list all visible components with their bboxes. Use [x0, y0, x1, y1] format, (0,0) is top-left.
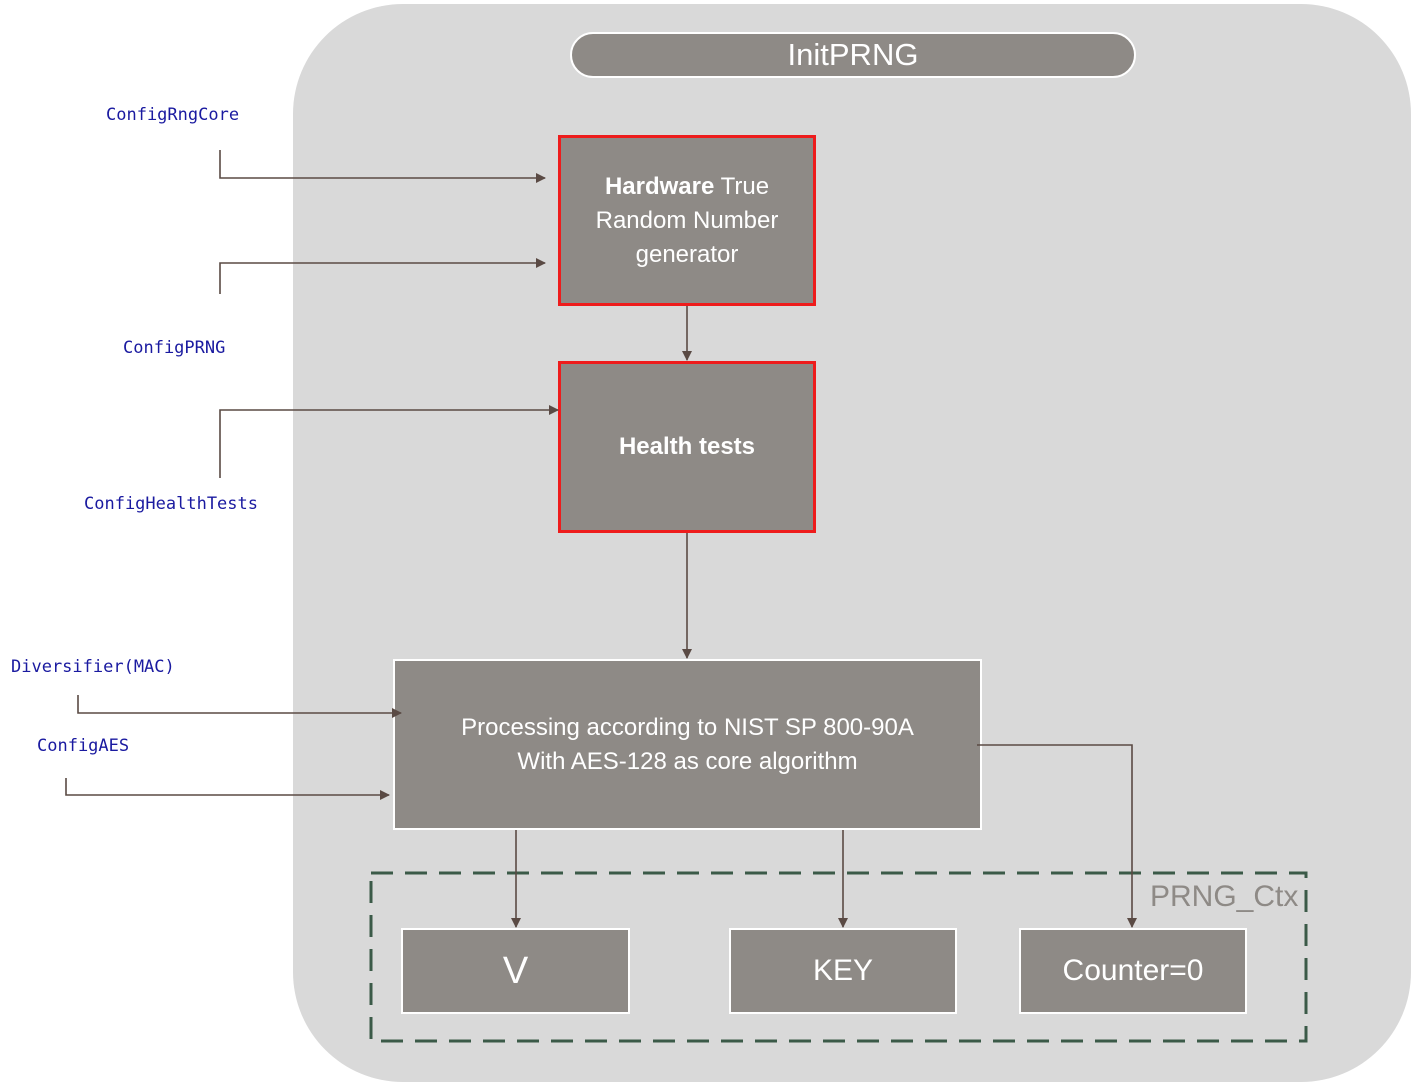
trng-block: Hardware True Random Number generator: [558, 135, 816, 306]
arrow-config-health-tests: [219, 405, 559, 478]
input-config-aes: ConfigAES: [37, 736, 130, 756]
prng-ctx-label: PRNG_Ctx: [1150, 880, 1299, 913]
arrow-config-prng: [219, 258, 546, 294]
arrow-config-aes: [65, 778, 390, 800]
trng-line-2: Random Number: [595, 206, 779, 234]
ctx-cell-counter: Counter=0: [1019, 928, 1247, 1014]
initprng-container: [293, 4, 1411, 1082]
diagram-title: InitPRNG: [570, 32, 1136, 78]
input-config-rng-core: ConfigRngCore: [106, 105, 240, 125]
input-config-health-tests: ConfigHealthTests: [84, 494, 258, 514]
processing-block: Processing according to NIST SP 800-90A …: [393, 659, 982, 830]
ctx-cell-v: V: [401, 928, 630, 1014]
arrow-diversifier: [77, 695, 402, 718]
processing-line-1: Processing according to NIST SP 800-90A: [461, 713, 914, 741]
health-tests-block: Health tests: [558, 361, 816, 533]
processing-line-2: With AES-128 as core algorithm: [517, 747, 858, 775]
ctx-cell-key: KEY: [729, 928, 957, 1014]
input-config-prng: ConfigPRNG: [123, 338, 226, 358]
input-diversifier: Diversifier(MAC): [11, 657, 175, 677]
trng-bold-text: Hardware: [604, 172, 715, 200]
trng-line-1: Hardware True: [605, 170, 769, 204]
arrow-config-rng-core: [219, 150, 546, 183]
prng-ctx-dashed-border: [369, 871, 1308, 1043]
trng-rest-text: True: [714, 172, 770, 200]
arrow-processing-to-counter: [977, 744, 1137, 928]
trng-line-3: generator: [635, 240, 739, 268]
